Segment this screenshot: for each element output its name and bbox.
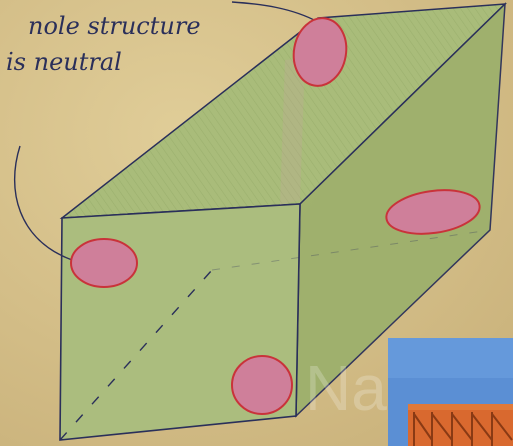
annotation-line-2: is neutral [6,48,122,76]
bottom-dot [232,356,292,414]
annotation-line-1: nole structure [28,12,201,40]
front-left-dot [71,239,137,287]
photo-thumbnail [388,338,513,446]
